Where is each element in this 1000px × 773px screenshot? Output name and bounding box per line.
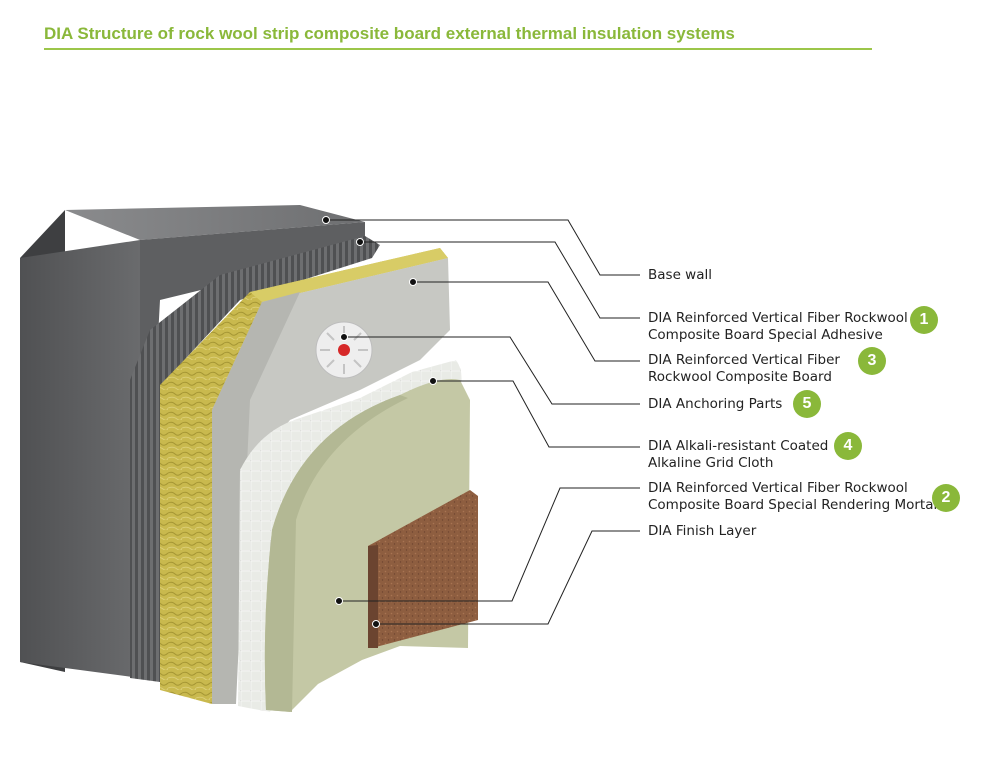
base-wall-front <box>20 240 140 678</box>
leader-base-wall <box>326 219 640 276</box>
leader-anchor <box>344 336 640 405</box>
badge-1: 1 <box>910 306 938 334</box>
label-grid-cloth: DIA Alkali-resistant Coated Alkaline Gri… <box>648 438 829 471</box>
label-anchoring-parts: DIA Anchoring Parts <box>648 396 783 412</box>
label-finish-layer: DIA Finish Layer <box>648 523 757 539</box>
leader-finish <box>376 530 640 625</box>
base-wall-face <box>140 222 365 678</box>
label-rendering-mortar: DIA Reinforced Vertical Fiber Rockwool C… <box>648 480 940 513</box>
label-adhesive: DIA Reinforced Vertical Fiber Rockwool C… <box>648 310 908 343</box>
leader-adhesive <box>360 241 640 319</box>
badge-5: 5 <box>793 390 821 418</box>
rockwool-side <box>250 248 448 302</box>
leader-rockwool <box>413 281 640 362</box>
render-coat <box>212 258 450 704</box>
label-rockwool-board: DIA Reinforced Vertical Fiber Rockwool C… <box>648 352 840 385</box>
leader-grid <box>433 380 640 448</box>
adhesive-layer <box>130 236 380 682</box>
page-title: DIA Structure of rock wool strip composi… <box>44 24 735 43</box>
badge-2: 2 <box>932 484 960 512</box>
badge-4: 4 <box>834 432 862 460</box>
leader-mortar <box>339 487 640 602</box>
badge-3: 3 <box>858 347 886 375</box>
label-base-wall: Base wall <box>648 267 712 283</box>
base-wall-top <box>65 205 365 240</box>
title-underline <box>44 48 872 50</box>
finish-layer <box>368 490 478 648</box>
